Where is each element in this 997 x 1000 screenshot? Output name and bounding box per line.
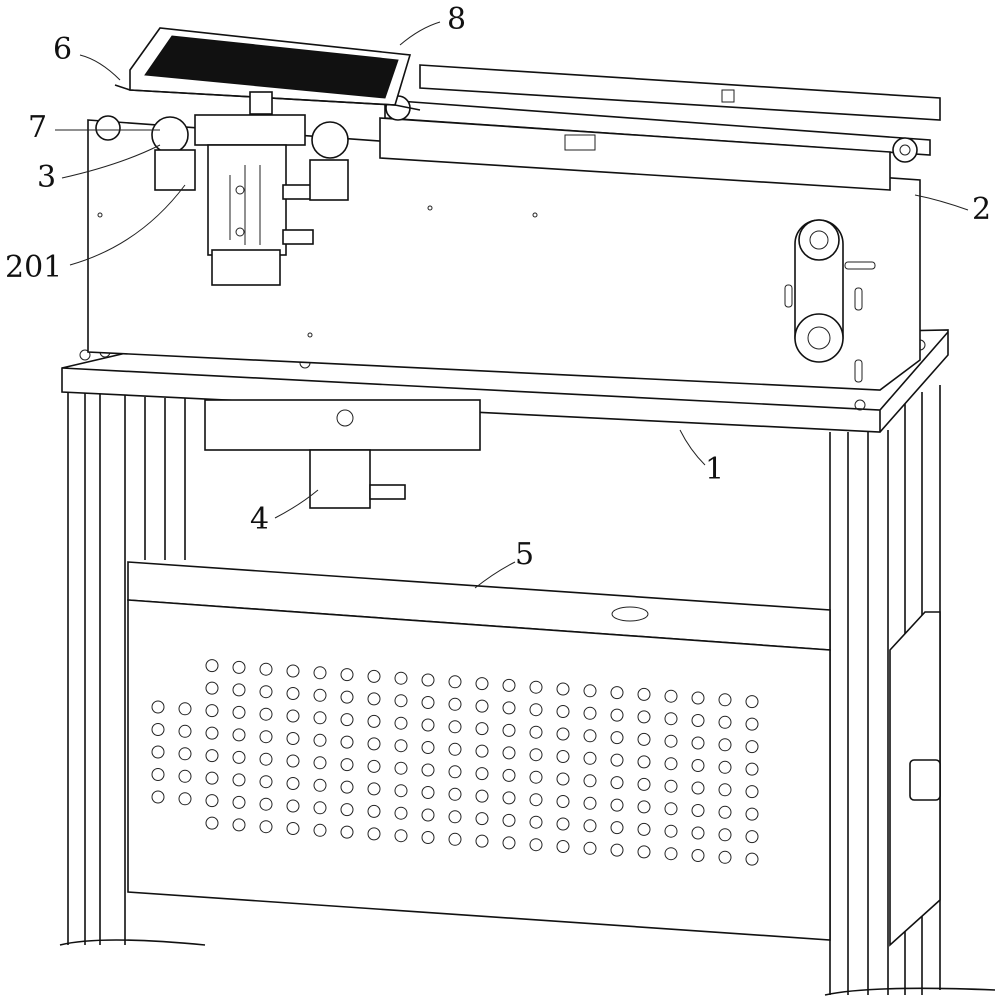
callout-1: 1 bbox=[705, 455, 724, 485]
material-tray bbox=[115, 28, 420, 114]
lift-cylinder bbox=[205, 400, 480, 508]
callout-8: 8 bbox=[447, 5, 466, 35]
callout-201: 201 bbox=[5, 253, 62, 283]
callout-3: 3 bbox=[37, 163, 56, 193]
callout-5: 5 bbox=[515, 540, 534, 570]
callout-4: 4 bbox=[250, 505, 269, 535]
callout-6: 6 bbox=[53, 35, 72, 65]
callout-7: 7 bbox=[28, 113, 47, 143]
callout-2: 2 bbox=[972, 195, 991, 225]
perforated-panel bbox=[128, 600, 830, 940]
